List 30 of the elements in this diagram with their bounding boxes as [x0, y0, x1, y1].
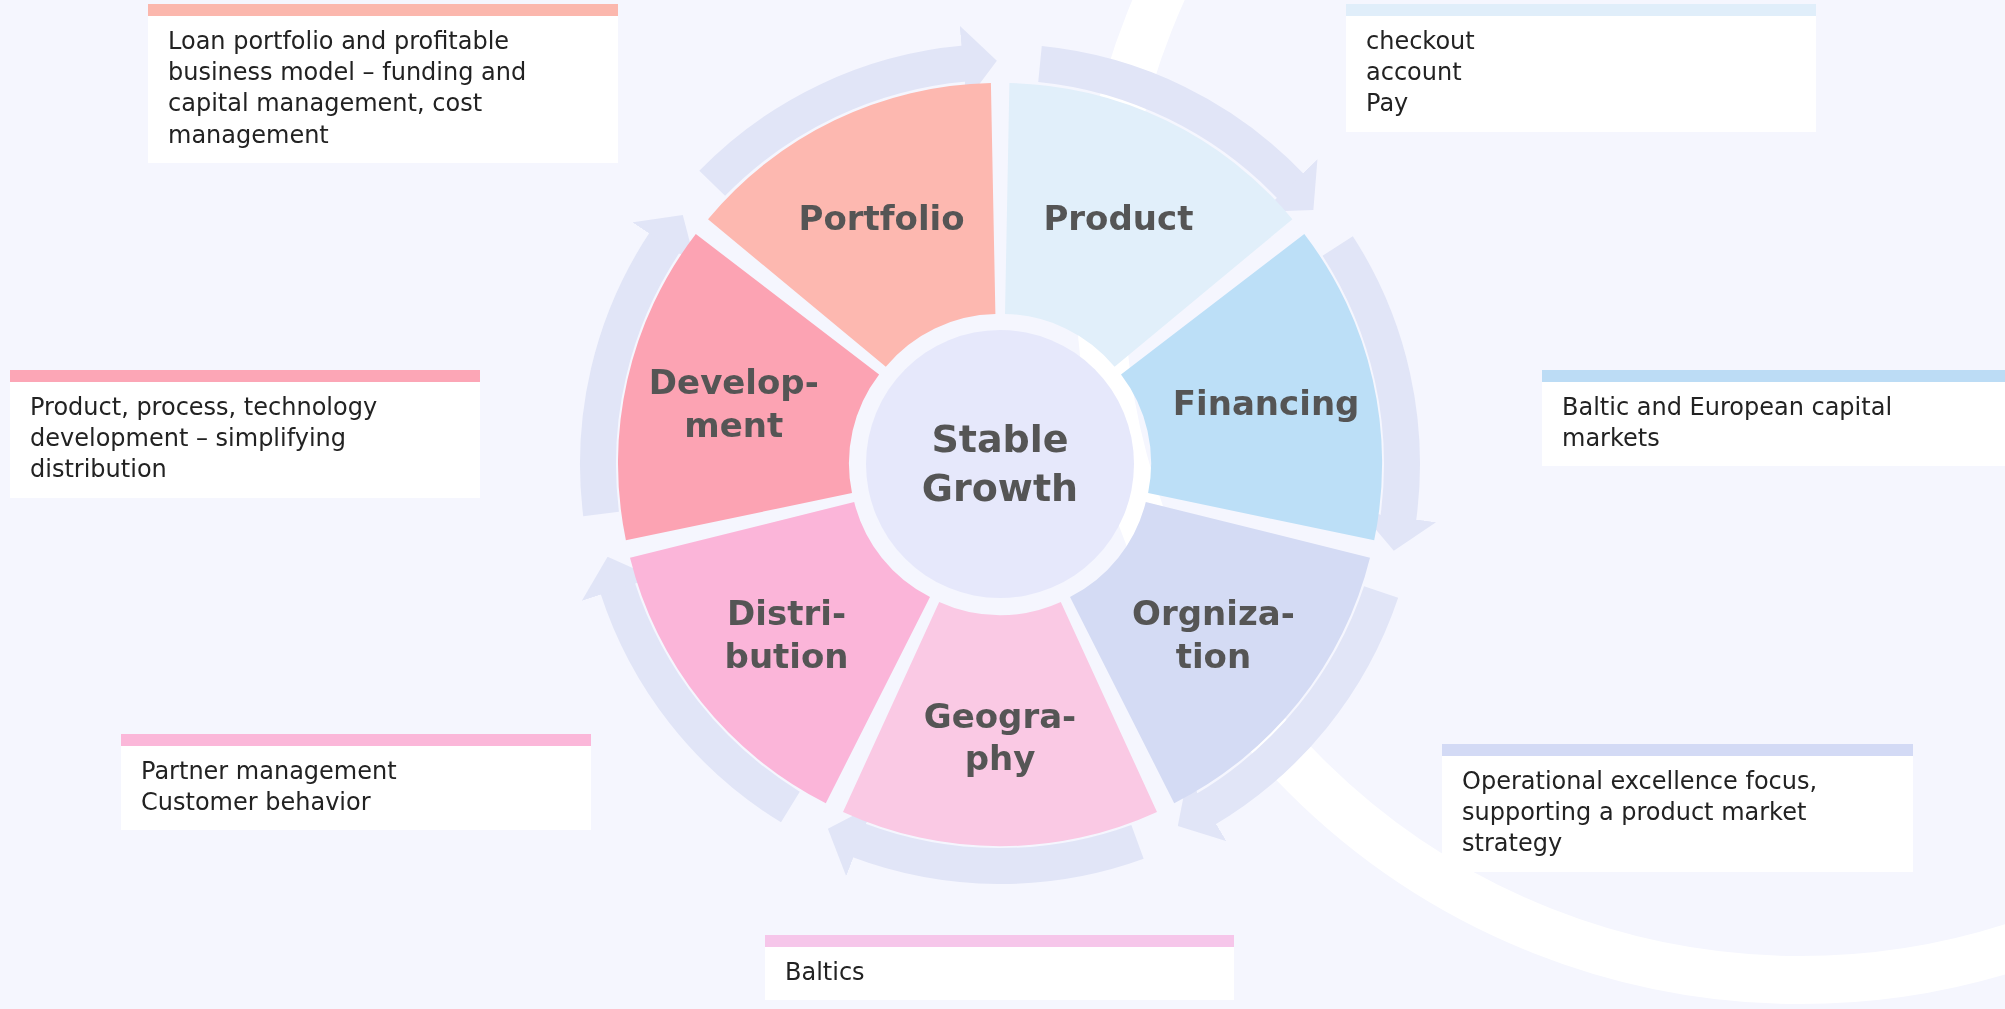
card-text: Baltic and European capital markets: [1562, 392, 1894, 455]
cycle-arrow: [1322, 237, 1437, 551]
card-text: Customer behavior: [141, 787, 372, 819]
card-text: Loan portfolio and profitable business model – funding and capital management, cost management: [168, 26, 528, 151]
description-card: [1442, 744, 1913, 872]
description-card: [765, 935, 1234, 1001]
segment-label: Product: [1043, 196, 1194, 240]
card-text: Partner management: [141, 756, 398, 787]
segment-label: Geogra- phy: [923, 694, 1077, 780]
card-text: account: [1366, 57, 1463, 89]
card-text: Operational excellence focus, supporting a product market strategy: [1462, 766, 1819, 860]
description-card: [1542, 370, 2005, 467]
card-text: Product, process, technology development – simplifying distribution: [30, 392, 379, 486]
segment-label: Develop- ment: [648, 360, 819, 446]
cycle-arrow: [582, 557, 801, 822]
cycle-arrow: [1178, 585, 1398, 840]
cycle-arrow: [700, 26, 997, 197]
segment-label: Distri- bution: [724, 591, 849, 677]
segment-label: Portfolio: [798, 196, 965, 240]
description-card: [148, 4, 618, 163]
segment-label: Orgniza- tion: [1132, 591, 1295, 677]
center-label: Stable Growth: [921, 415, 1079, 512]
description-card: [121, 734, 591, 831]
card-text: checkout: [1366, 26, 1476, 57]
description-card: [1346, 4, 1816, 132]
card-text: Baltics: [785, 957, 866, 988]
card-text: Pay: [1366, 88, 1410, 120]
description-card: [10, 370, 480, 498]
cycle-arrow: [1037, 46, 1316, 214]
segment-label: Financing: [1172, 382, 1360, 425]
